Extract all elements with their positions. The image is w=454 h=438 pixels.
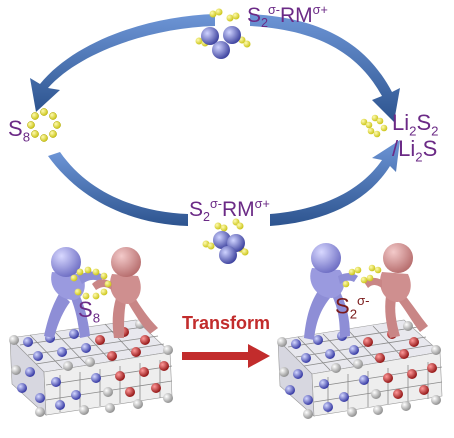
s8-label: S8 [8,116,31,145]
held-s2-label: S2σ- [335,293,370,322]
left-catalyst-lattice [9,319,173,417]
s2-fragments-held-icon [342,264,382,288]
s8-ring-icon [27,108,61,142]
right-pink-figure [364,243,428,338]
cycle-arrow-lower-right [270,140,400,226]
left-pink-figure [92,247,158,338]
cycle-arrow-upper-left [30,14,215,112]
li2s2-fragments-icon [360,114,388,138]
top-mediator-molecules-icon [195,8,251,59]
li2s2-label: Li2S2 [392,110,439,139]
transform-arrow [182,344,270,368]
bottom-mediator-label: S2σ-RMσ+ [189,197,270,225]
s8-chain-held-icon [70,266,112,300]
bottom-mediator-molecules-icon [202,218,249,264]
right-blue-figure [304,243,358,340]
held-s8-label: S8 [78,297,101,326]
cycle-arrow-lower-left [48,152,188,226]
top-mediator-label: S2σ-RMσ+ [247,3,328,31]
li2s-label: /Li2S [392,136,438,165]
right-catalyst-lattice [277,319,443,419]
cycle-arrow-upper-right [250,14,400,122]
transform-label: Transform [182,313,271,333]
